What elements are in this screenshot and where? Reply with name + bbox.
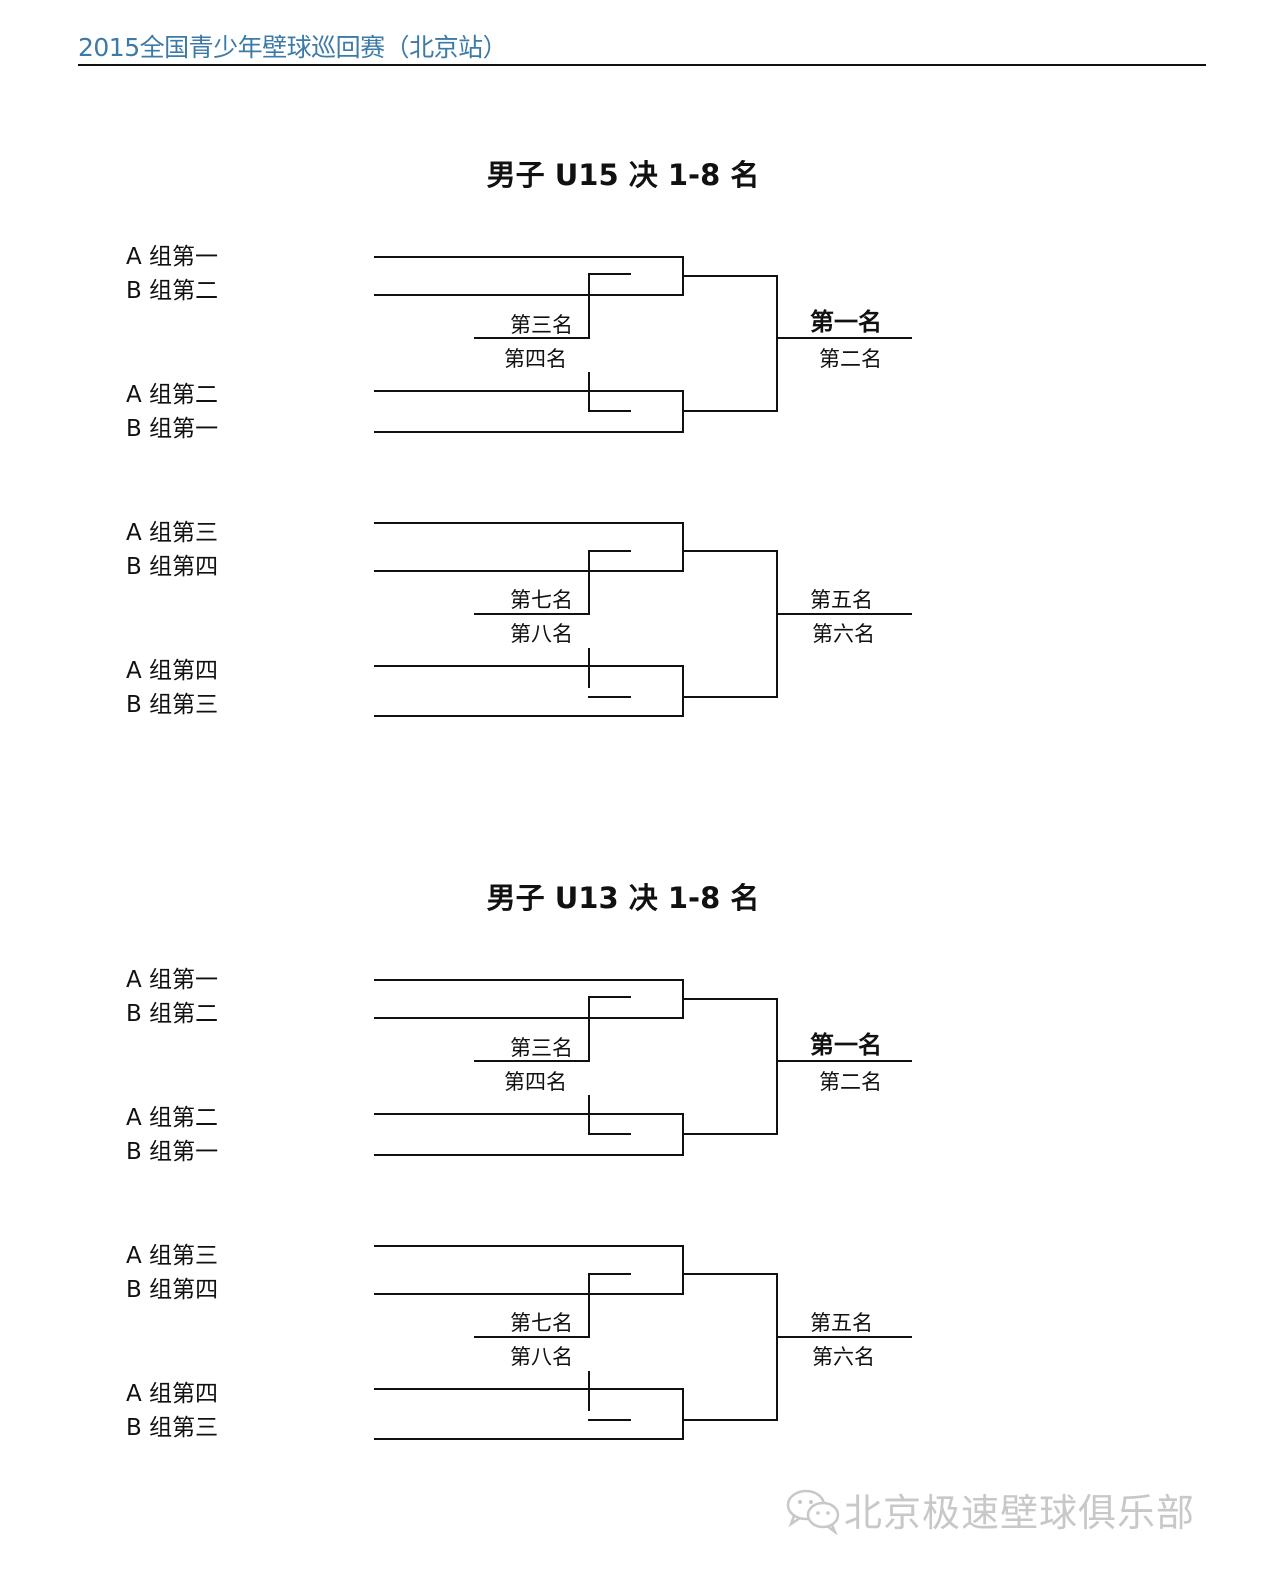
bracket-u15: A 组第一 B 组第二 A 组第二 B 组第一 A 组第三 B 组第四 A 组第…	[0, 240, 1280, 800]
bracket-line	[776, 998, 778, 1135]
place-fourth: 第四名	[504, 347, 567, 371]
header-rule	[78, 64, 1206, 66]
seed-label: A 组第一	[126, 967, 219, 993]
bracket-line	[374, 665, 684, 667]
bracket-line	[374, 1017, 684, 1019]
bracket-line	[778, 613, 912, 615]
bracket-line	[474, 337, 590, 339]
watermark: 北京极速壁球俱乐部	[784, 1482, 1195, 1537]
seed-label: A 组第四	[126, 1381, 219, 1407]
bracket-line	[374, 1293, 684, 1295]
place-seventh: 第七名	[510, 1311, 573, 1335]
bracket-line	[588, 1133, 631, 1135]
seed-label: A 组第二	[126, 1105, 219, 1131]
place-fifth: 第五名	[810, 1311, 873, 1335]
seed-label: A 组第三	[126, 520, 219, 546]
bracket-line	[588, 996, 631, 998]
place-sixth: 第六名	[812, 622, 875, 646]
bracket-line	[374, 522, 684, 524]
seed-label: B 组第四	[126, 554, 219, 580]
place-eighth: 第八名	[510, 1345, 573, 1369]
seed-label: B 组第三	[126, 1415, 219, 1441]
bracket-line	[588, 273, 590, 339]
place-third: 第三名	[510, 1036, 573, 1060]
seed-label: B 组第三	[126, 692, 219, 718]
place-second: 第二名	[819, 1070, 882, 1094]
place-second: 第二名	[819, 347, 882, 371]
place-fifth: 第五名	[810, 588, 873, 612]
bracket-line	[588, 550, 590, 615]
seed-label: A 组第三	[126, 1243, 219, 1269]
bracket-line	[682, 1388, 684, 1440]
place-first: 第一名	[810, 308, 882, 336]
bracket-line	[374, 979, 684, 981]
bracket-line	[588, 996, 590, 1062]
place-sixth: 第六名	[812, 1345, 875, 1369]
bracket-line	[682, 1419, 778, 1421]
bracket-line	[682, 410, 778, 412]
bracket-line	[776, 275, 778, 412]
bracket-line	[682, 550, 778, 552]
bracket-title-u13: 男子 U13 决 1-8 名	[486, 881, 760, 915]
bracket-line	[588, 1419, 631, 1421]
seed-label: A 组第四	[126, 658, 219, 684]
bracket-line	[374, 431, 684, 433]
document-header-title: 2015全国青少年壁球巡回赛（北京站）	[78, 33, 508, 62]
bracket-line	[374, 1388, 684, 1390]
bracket-line	[474, 613, 590, 615]
watermark-text: 北京极速壁球俱乐部	[844, 1491, 1196, 1535]
bracket-line	[374, 570, 684, 572]
bracket-line	[682, 1245, 684, 1295]
bracket-u13: A 组第一 B 组第二 A 组第二 B 组第一 A 组第三 B 组第四 A 组第…	[0, 963, 1280, 1523]
place-first: 第一名	[810, 1031, 882, 1059]
bracket-line	[682, 1133, 778, 1135]
bracket-line	[588, 1273, 590, 1338]
bracket-line	[588, 550, 631, 552]
bracket-line	[588, 273, 631, 275]
place-eighth: 第八名	[510, 622, 573, 646]
bracket-line	[588, 1095, 590, 1135]
bracket-line	[374, 1113, 684, 1115]
bracket-line	[374, 390, 684, 392]
bracket-line	[776, 1273, 778, 1421]
bracket-line	[588, 696, 631, 698]
seed-label: B 组第四	[126, 1277, 219, 1303]
bracket-line	[588, 372, 590, 412]
seed-label: B 组第一	[126, 416, 219, 442]
bracket-title-u15: 男子 U15 决 1-8 名	[486, 158, 760, 192]
bracket-line	[474, 1336, 590, 1338]
bracket-line	[682, 696, 778, 698]
place-fourth: 第四名	[504, 1070, 567, 1094]
seed-label: B 组第一	[126, 1139, 219, 1165]
seed-label: A 组第二	[126, 382, 219, 408]
bracket-line	[682, 998, 778, 1000]
bracket-line	[374, 715, 684, 717]
bracket-line	[374, 294, 684, 296]
bracket-line	[588, 648, 590, 688]
bracket-line	[682, 275, 778, 277]
bracket-line	[374, 1154, 684, 1156]
bracket-line	[682, 1273, 778, 1275]
bracket-line	[474, 1060, 590, 1062]
bracket-line	[778, 1336, 912, 1338]
bracket-line	[778, 337, 912, 339]
bracket-line	[588, 1273, 631, 1275]
wechat-icon	[786, 1489, 840, 1535]
seed-label: B 组第二	[126, 278, 219, 304]
bracket-line	[588, 410, 631, 412]
bracket-line	[588, 1371, 590, 1411]
place-seventh: 第七名	[510, 588, 573, 612]
bracket-line	[374, 256, 684, 258]
place-third: 第三名	[510, 313, 573, 337]
bracket-line	[682, 522, 684, 572]
bracket-line	[778, 1060, 912, 1062]
bracket-line	[682, 665, 684, 717]
seed-label: A 组第一	[126, 244, 219, 270]
bracket-line	[374, 1438, 684, 1440]
bracket-line	[374, 1245, 684, 1247]
bracket-line	[776, 550, 778, 698]
seed-label: B 组第二	[126, 1001, 219, 1027]
